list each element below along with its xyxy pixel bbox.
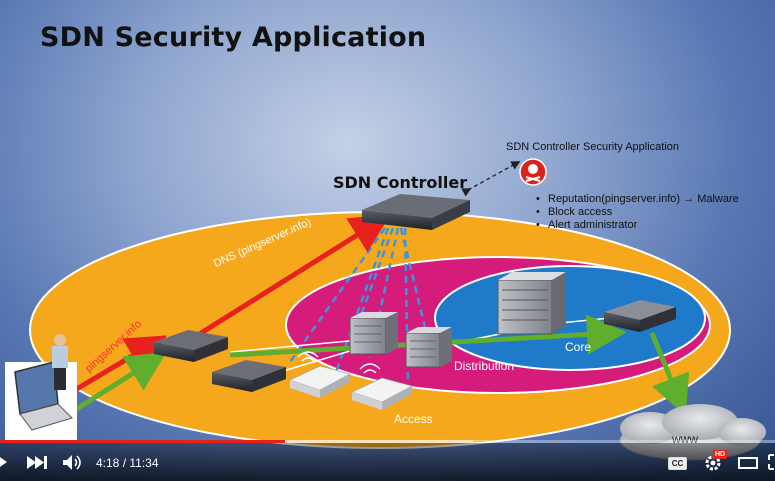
access-point-1 xyxy=(289,351,351,398)
security-app-title: SDN Controller Security Application xyxy=(506,141,680,153)
theater-icon[interactable] xyxy=(738,457,758,469)
access-zone-label: Access xyxy=(394,412,433,426)
sdn-controller-device xyxy=(362,194,470,230)
bullet-block: Block access xyxy=(536,206,739,219)
cc-button[interactable]: CC xyxy=(668,457,687,470)
controller-label: SDN Controller xyxy=(333,173,468,192)
next-icon[interactable] xyxy=(27,456,47,469)
app-controller-link xyxy=(461,161,521,197)
ping-request-arrow xyxy=(73,335,167,393)
hd-badge: HD xyxy=(713,450,728,459)
switch-core xyxy=(604,300,676,332)
dns-request-arrow xyxy=(188,214,391,343)
settings-icon[interactable] xyxy=(704,454,722,472)
switch-edge-2 xyxy=(212,360,286,392)
cloud-label: www xyxy=(672,432,698,446)
malware-skull-icon xyxy=(519,158,547,186)
internet-traffic-arrow xyxy=(649,332,690,416)
bullet-alert: Alert administrator xyxy=(536,219,739,232)
laptop xyxy=(5,361,77,440)
security-app-bullets: Reputation(pingserver.info) → Malware Bl… xyxy=(536,193,739,232)
access-point-2 xyxy=(351,363,413,410)
distribution-switch-1 xyxy=(349,312,398,355)
distribution-switch-2 xyxy=(405,327,452,368)
switch-edge-1 xyxy=(154,330,228,362)
time-display: 4:18 / 11:34 xyxy=(96,456,159,470)
fullscreen-icon[interactable] xyxy=(768,454,775,470)
control-bar xyxy=(0,443,775,481)
user-figure xyxy=(52,334,68,390)
distribution-zone-label: Distribution xyxy=(454,359,515,373)
progress-played xyxy=(0,440,286,443)
slide-title: SDN Security Application xyxy=(40,22,427,53)
bullet-reputation: Reputation(pingserver.info) → Malware xyxy=(536,193,739,206)
core-zone-label: Core xyxy=(565,340,592,354)
play-icon[interactable] xyxy=(0,455,7,469)
user-traffic-arrow xyxy=(73,351,167,413)
core-router xyxy=(497,272,566,335)
volume-icon[interactable] xyxy=(63,455,83,470)
